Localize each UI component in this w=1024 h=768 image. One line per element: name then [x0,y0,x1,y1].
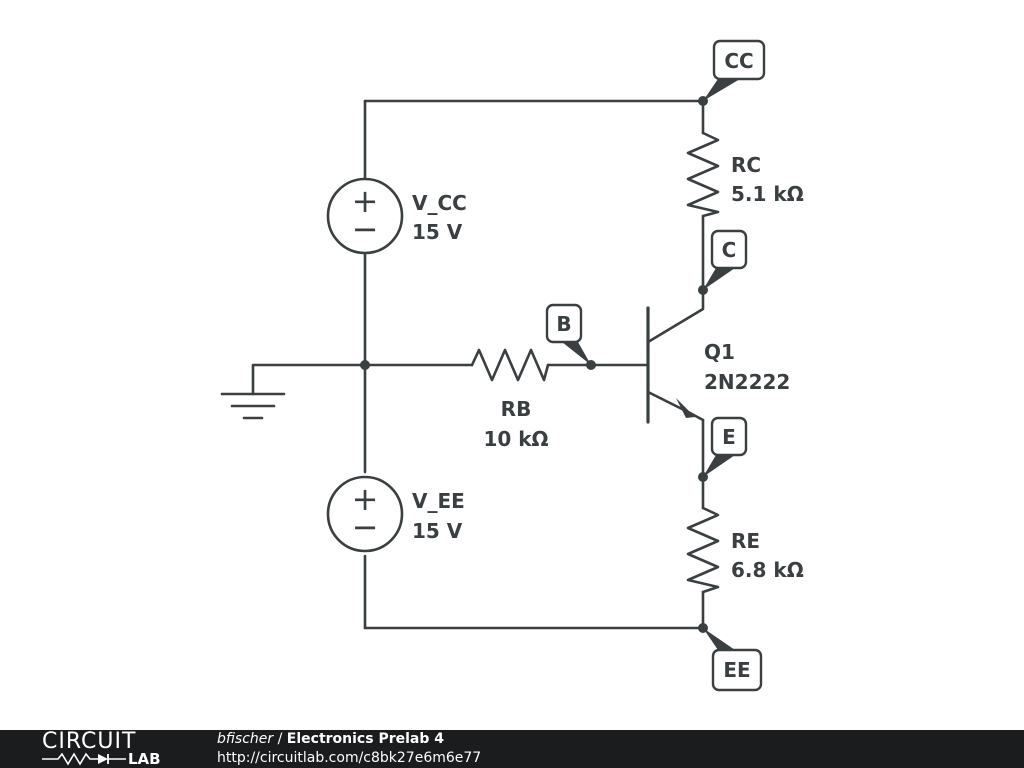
logo-lab-text: LAB [128,750,161,768]
vcc-value: 15 V [412,220,463,244]
circuit-url[interactable]: http://circuitlab.com/c8bk27e6m6e77 [217,750,482,766]
source-vee: + − [326,475,404,553]
circuit-schematic: + − V_CC 15 V + − V_EE 15 V RC 5.1 kΩ RB… [220,39,804,692]
rb-value: 10 kΩ [483,427,548,451]
svg-text:E: E [722,425,736,449]
minus-sign: − [352,210,379,248]
svg-text:C: C [722,238,737,262]
circuitlab-logo[interactable]: CIRCUIT LAB [40,730,180,768]
logo-circuit-text: CIRCUIT [42,729,137,754]
resistor-rb [470,348,550,382]
rc-value: 5.1 kΩ [731,182,804,206]
q1-name: Q1 [704,340,735,364]
vee-name: V_EE [412,489,465,513]
net-tag-e: E [703,416,748,477]
plus-sign: + [352,182,379,220]
circuit-title[interactable]: Electronics Prelab 4 [286,731,444,747]
attribution-separator: / [273,731,287,747]
author-link[interactable]: bfischer [217,731,274,747]
resistor-rc [686,131,720,218]
rc-name: RC [731,153,761,177]
svg-text:CC: CC [724,49,753,73]
transistor-q1 [646,288,705,424]
plus-sign: + [352,480,379,518]
re-name: RE [731,529,760,553]
ground-icon [220,392,286,420]
source-vcc: + − [326,177,404,255]
net-tag-c: C [703,229,748,290]
vcc-name: V_CC [412,191,467,215]
minus-sign: − [352,508,379,546]
re-value: 6.8 kΩ [731,558,804,582]
rb-name: RB [501,397,532,421]
svg-text:EE: EE [723,658,750,682]
vee-value: 15 V [412,519,463,543]
resistor-re [686,506,720,594]
net-tag-cc: CC [703,39,766,101]
resistor-diode-icon [42,752,126,766]
net-tag-b: B [545,303,591,365]
footer-bar: CIRCUIT LAB bfischer / Electronics Prela… [0,730,1024,768]
svg-text:B: B [556,312,571,336]
net-tag-ee: EE [703,628,763,692]
wire-ground-stub [251,363,367,396]
node-ground [360,360,370,370]
circuit-attribution: bfischer / Electronics Prelab 4 [217,731,444,748]
q1-part: 2N2222 [704,370,790,394]
